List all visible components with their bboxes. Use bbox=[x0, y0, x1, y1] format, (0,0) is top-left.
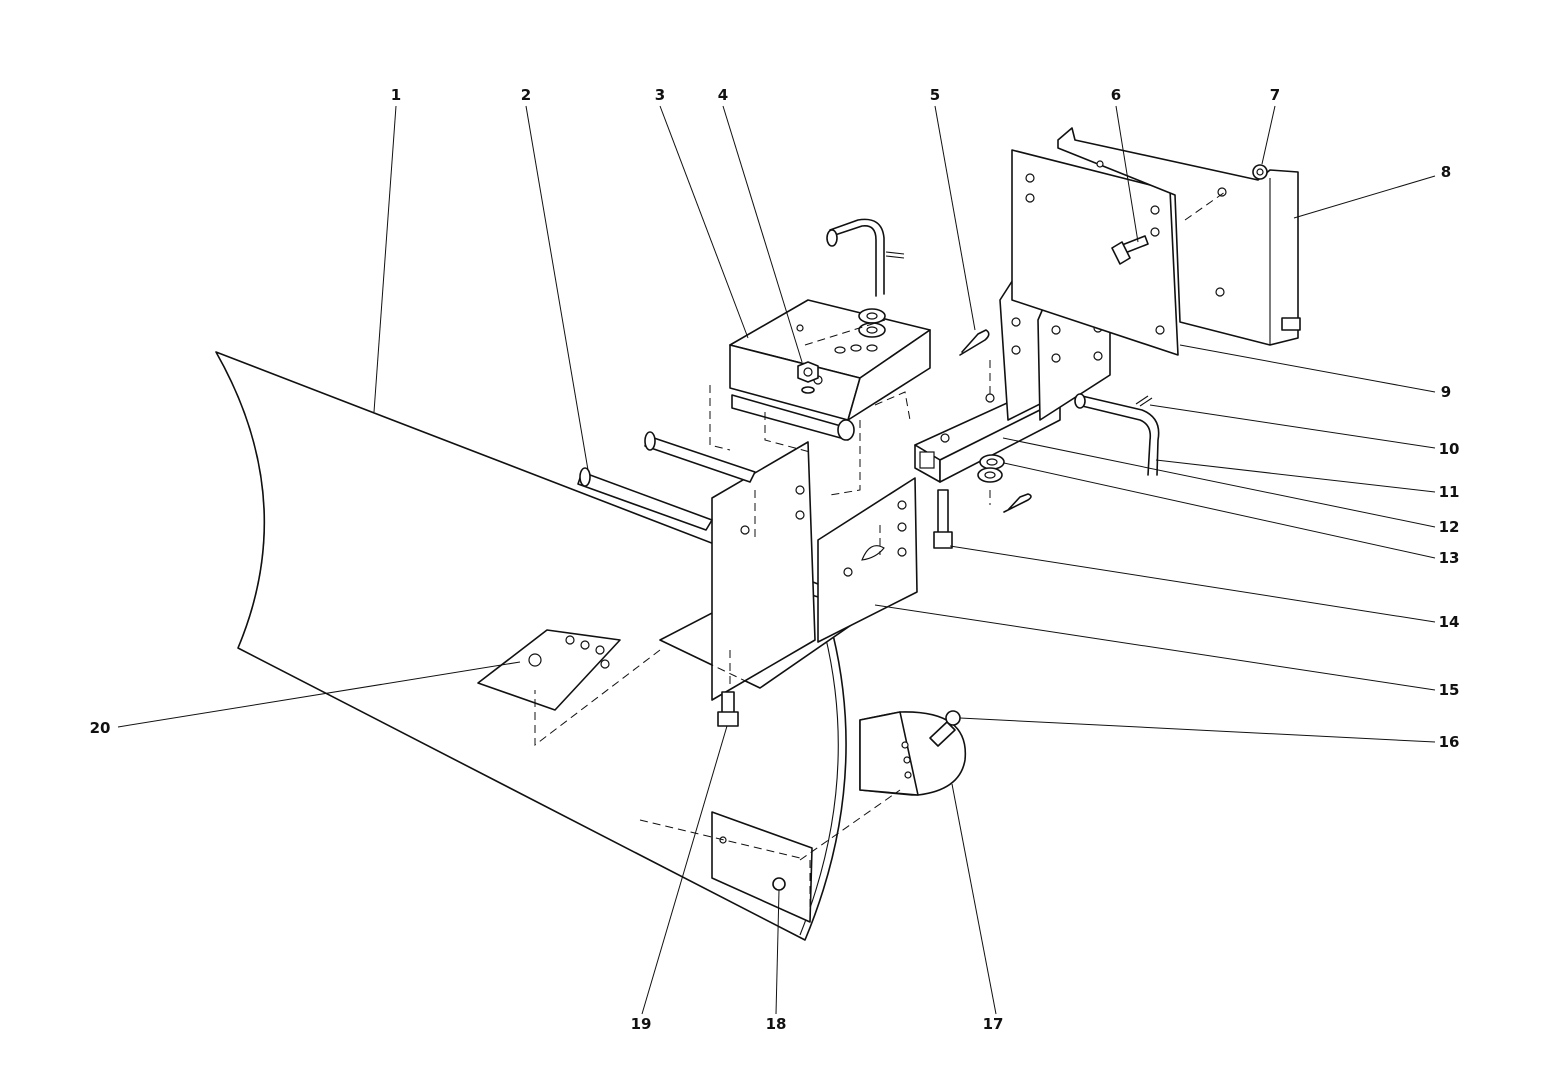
lower-blade-bracket bbox=[711, 811, 813, 923]
hairpin-clip bbox=[959, 329, 990, 356]
pivot-pins bbox=[577, 431, 756, 531]
skid-shoe bbox=[859, 711, 967, 796]
lower-lock-pin bbox=[1074, 393, 1160, 476]
callout-15: 15 bbox=[1439, 681, 1460, 699]
callout-14: 14 bbox=[1439, 613, 1460, 631]
swivel-channel bbox=[729, 299, 931, 441]
blade-mount-bracket bbox=[659, 441, 918, 701]
callout-10: 10 bbox=[1439, 440, 1460, 458]
callout-4: 4 bbox=[718, 86, 728, 104]
mounting-plate bbox=[1011, 149, 1179, 356]
nut-4 bbox=[797, 361, 819, 394]
nut-7 bbox=[1252, 164, 1268, 180]
callout-2: 2 bbox=[521, 86, 531, 104]
callout-20: 20 bbox=[90, 719, 111, 737]
callout-17: 17 bbox=[983, 1015, 1004, 1033]
assembly-lines bbox=[534, 191, 1226, 925]
washers-13 bbox=[977, 454, 1032, 513]
callout-6: 6 bbox=[1111, 86, 1121, 104]
callout-16: 16 bbox=[1439, 733, 1460, 751]
callout-13: 13 bbox=[1439, 549, 1460, 567]
callout-3: 3 bbox=[655, 86, 665, 104]
bolt-14 bbox=[933, 489, 953, 549]
frame-bracket bbox=[1057, 127, 1301, 346]
callout-19: 19 bbox=[631, 1015, 652, 1033]
callout-labels: 1 2 3 4 5 6 7 8 9 10 11 12 13 14 15 16 1… bbox=[90, 86, 1460, 1033]
callout-7: 7 bbox=[1270, 86, 1280, 104]
callout-8: 8 bbox=[1441, 163, 1451, 181]
callout-1: 1 bbox=[391, 86, 401, 104]
callout-5: 5 bbox=[930, 86, 940, 104]
callout-11: 11 bbox=[1439, 483, 1460, 501]
callout-18: 18 bbox=[766, 1015, 787, 1033]
leader-lines bbox=[117, 105, 1436, 1015]
bolt-19 bbox=[717, 691, 739, 727]
blade-clip-plate bbox=[477, 629, 621, 711]
callout-12: 12 bbox=[1439, 518, 1460, 536]
upper-lock-pin bbox=[826, 218, 905, 338]
callout-9: 9 bbox=[1441, 383, 1451, 401]
